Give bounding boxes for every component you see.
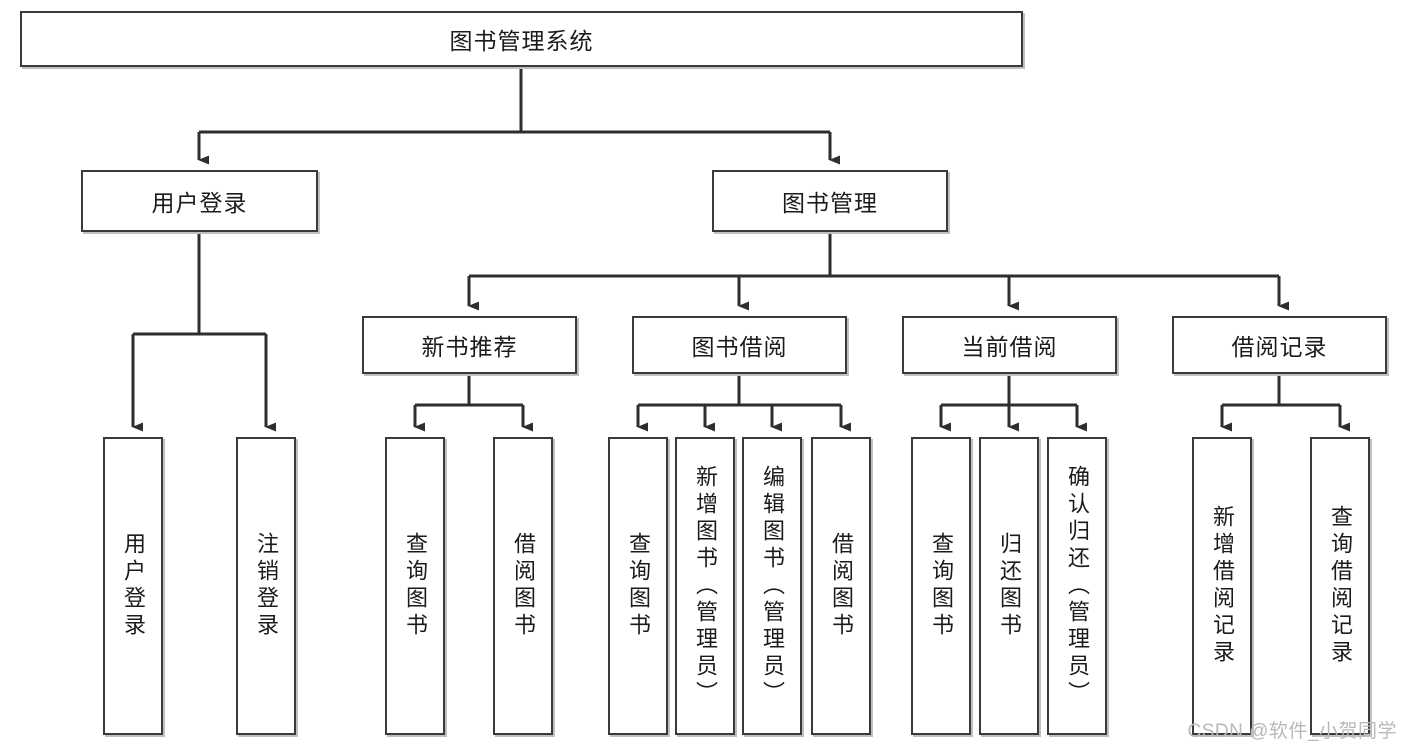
leaf-confirm-return-admin[interactable]: 确认归还（管理员）: [1047, 437, 1107, 735]
leaf-logout[interactable]: 注销登录: [236, 437, 296, 735]
node-label: 用户登录: [151, 190, 248, 216]
node-label: 查询图书: [929, 532, 954, 640]
node-root-book-management-system[interactable]: 图书管理系统: [20, 11, 1023, 67]
node-label: 当前借阅: [961, 334, 1058, 360]
node-new-book-recommend[interactable]: 新书推荐: [362, 316, 577, 374]
leaf-query-borrow-record[interactable]: 查询借阅记录: [1310, 437, 1370, 735]
node-label: 新书推荐: [421, 334, 518, 360]
leaf-query-book-recommend[interactable]: 查询图书: [385, 437, 445, 735]
leaf-add-borrow-record[interactable]: 新增借阅记录: [1192, 437, 1252, 735]
node-book-management[interactable]: 图书管理: [712, 170, 948, 232]
node-label: 注销登录: [254, 532, 279, 640]
leaf-edit-book-admin[interactable]: 编辑图书（管理员）: [742, 437, 802, 735]
node-label: 借阅记录: [1231, 334, 1328, 360]
node-label: 图书借阅: [691, 334, 788, 360]
node-label: 查询图书: [626, 532, 651, 640]
node-label: 图书管理: [782, 190, 878, 216]
node-label: 新增图书（管理员）: [693, 464, 718, 708]
node-label: 查询图书: [403, 532, 428, 640]
watermark: CSDN @软件_小贺同学: [1187, 721, 1397, 742]
node-label: 借阅图书: [829, 532, 854, 640]
node-label: 用户登录: [121, 532, 146, 640]
node-borrow-record[interactable]: 借阅记录: [1172, 316, 1387, 374]
node-label: 编辑图书（管理员）: [760, 464, 785, 708]
node-label: 新增借阅记录: [1210, 505, 1235, 667]
node-current-borrow[interactable]: 当前借阅: [902, 316, 1117, 374]
leaf-borrow-book[interactable]: 借阅图书: [811, 437, 871, 735]
node-label: 确认归还（管理员）: [1065, 464, 1090, 708]
node-user-login[interactable]: 用户登录: [81, 170, 318, 232]
node-label: 图书管理系统: [449, 28, 594, 54]
leaf-user-login[interactable]: 用户登录: [103, 437, 163, 735]
leaf-add-book-admin[interactable]: 新增图书（管理员）: [675, 437, 735, 735]
node-label: 归还图书: [997, 532, 1022, 640]
leaf-query-book-borrow[interactable]: 查询图书: [608, 437, 668, 735]
node-label: 查询借阅记录: [1328, 505, 1353, 667]
leaf-return-book[interactable]: 归还图书: [979, 437, 1039, 735]
leaf-borrow-book-recommend[interactable]: 借阅图书: [493, 437, 553, 735]
node-book-borrow[interactable]: 图书借阅: [632, 316, 847, 374]
leaf-query-book-current[interactable]: 查询图书: [911, 437, 971, 735]
node-label: 借阅图书: [511, 532, 536, 640]
